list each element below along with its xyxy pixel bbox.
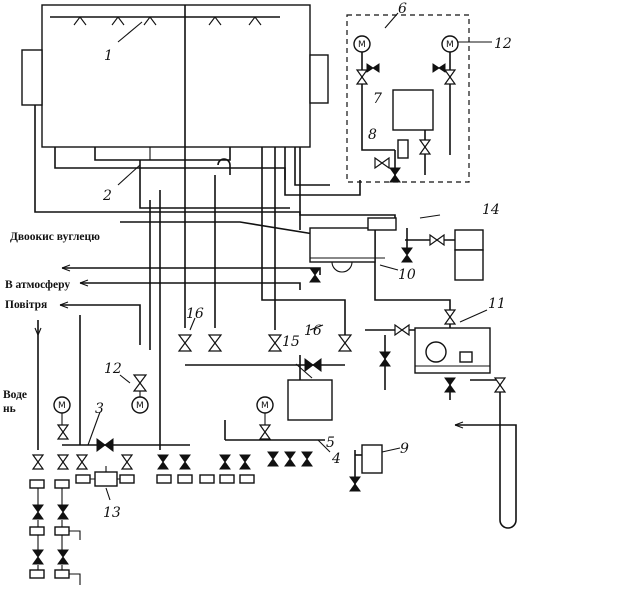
motor-symbols: M M M M M: [53, 35, 459, 425]
label-12-top: 12: [494, 36, 512, 52]
component-numbers: 1 2 3 4 5 6 7 8 9 10 11 12 12 13 14 15 1…: [95, 1, 512, 521]
label-8: 8: [368, 127, 377, 143]
label-16-left: 16: [186, 306, 204, 322]
label-6: 6: [398, 1, 407, 17]
equipment: [75, 89, 491, 487]
motor-12-top: [441, 35, 459, 53]
label-14: 14: [482, 202, 500, 218]
flow-labels: Двоокис вуглецю В атмосферу Повітря Воде…: [3, 231, 100, 415]
pipework: [34, 50, 517, 529]
label-7: 7: [373, 91, 382, 107]
label-4: 4: [331, 451, 341, 467]
label-water-line1: Воде: [3, 389, 27, 401]
label-3: 3: [95, 401, 104, 417]
motor-label: M: [58, 401, 66, 411]
label-16-right: 16: [304, 323, 322, 339]
label-5: 5: [326, 435, 335, 451]
label-2: 2: [102, 188, 112, 204]
main-vessel: [21, 4, 329, 175]
label-10: 10: [398, 267, 416, 283]
label-co2: Двоокис вуглецю: [10, 231, 100, 243]
leader-lines: [87, 12, 492, 501]
valves: [29, 63, 507, 585]
label-9: 9: [400, 441, 409, 457]
motor-label: M: [136, 401, 144, 411]
label-12-mid: 12: [104, 361, 122, 377]
motor-6a: [353, 35, 371, 53]
label-water-line2: нь: [3, 403, 16, 415]
label-air: Повітря: [5, 299, 47, 311]
label-13: 13: [103, 505, 121, 521]
motor-label: M: [446, 40, 454, 50]
label-11: 11: [488, 296, 506, 312]
label-atmosphere: В атмосферу: [5, 279, 70, 291]
label-15: 15: [282, 334, 300, 350]
motor-label: M: [358, 40, 366, 50]
motor-label: M: [261, 401, 269, 411]
label-1: 1: [104, 48, 113, 64]
